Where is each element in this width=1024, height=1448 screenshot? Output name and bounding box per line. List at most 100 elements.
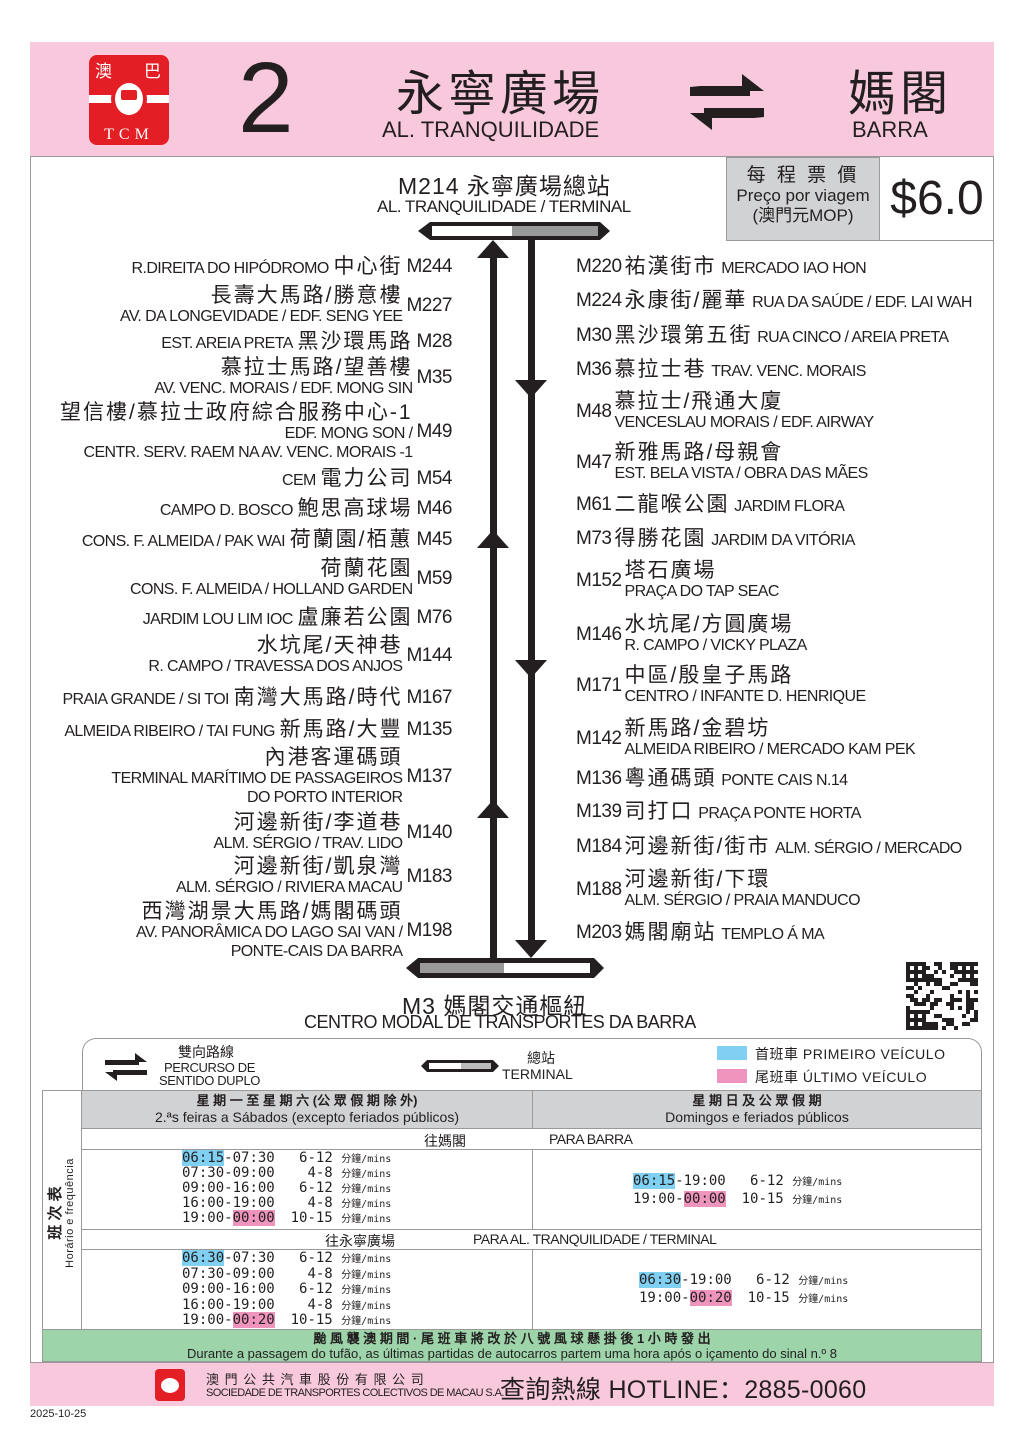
- end-time: 19:00: [689, 1272, 732, 1288]
- terminal-icon: [421, 1060, 499, 1072]
- fare-price: $6.0: [880, 157, 994, 241]
- stop-name-pt: ALM. SÉRGIO / RIVIERA MACAU: [175, 879, 403, 896]
- qr-module: [942, 986, 946, 990]
- qr-module: [910, 986, 914, 990]
- stop-name-zh: 盧廉若公園: [297, 606, 413, 629]
- qr-module: [974, 990, 978, 994]
- last-bus-time: 00:00: [683, 1191, 726, 1207]
- qr-module: [966, 1002, 970, 1006]
- stop-name-pt: CEM: [282, 472, 316, 489]
- down-arrow-icon: [515, 380, 547, 958]
- stop-name-zh: 河邊新街/下環: [624, 868, 771, 891]
- qr-module: [926, 1022, 930, 1026]
- stop-code: M61: [576, 494, 612, 515]
- legend-terminal-pt: TERMINAL: [502, 1066, 573, 1082]
- tcm-logo-small: [155, 1369, 185, 1401]
- qr-module: [934, 982, 938, 986]
- stop-name-pt: ALMEIDA RIBEIRO / TAI FUNG: [64, 723, 275, 740]
- stop-code: M171: [576, 674, 622, 696]
- qr-code[interactable]: [906, 962, 978, 1030]
- stop-name-line: CONS. F. ALMEIDA / PAK WAI 荷蘭園/栢蕙: [82, 529, 413, 551]
- qr-module: [910, 978, 914, 982]
- qr-module: [910, 994, 914, 998]
- start-time: 09:00: [182, 1281, 225, 1297]
- qr-module: [954, 998, 958, 1002]
- stop-name: R.DIREITA DO HIPÓDROMO 中心街: [132, 256, 407, 278]
- terminal-icon-bottom: [406, 958, 604, 978]
- stop-code: M45: [416, 529, 453, 550]
- qr-module: [942, 1018, 946, 1022]
- stop-code: M140: [406, 821, 452, 843]
- stop-name-line: PRAIA GRANDE / SI TOI 南灣大馬路/時代: [62, 687, 402, 709]
- first-bus-time: 06:15: [182, 1150, 225, 1166]
- qr-module: [906, 1026, 910, 1030]
- stop-name-line: 得勝花園 JARDIM DA VITÓRIA: [614, 528, 855, 550]
- frequency-unit: 分鐘/mins: [341, 1199, 392, 1210]
- stop-name-zh: 塔石廣場: [624, 559, 717, 582]
- start-terminal-pt: AL. TRANQUILIDADE / TERMINAL: [377, 197, 631, 216]
- stop-name-pt: DO PORTO INTERIOR: [247, 789, 403, 806]
- qr-module: [914, 1002, 918, 1006]
- stop-name-pt: JARDIM LOU LIM IOC: [142, 611, 294, 628]
- qr-module: [966, 990, 970, 994]
- qr-module: [970, 970, 974, 974]
- qr-module: [970, 962, 974, 966]
- stop-name-pt: JARDIM FLORA: [734, 498, 845, 515]
- stop-name-zh: 二龍喉公園: [614, 493, 730, 516]
- stop-name: EST. AREIA PRETA 黑沙環馬路: [161, 331, 416, 353]
- stop-code: M76: [416, 607, 453, 628]
- stop-name-pt: PRAÇA DO TAP SEAC: [624, 583, 780, 600]
- frequency: 6-12: [299, 1180, 333, 1196]
- qr-module: [966, 974, 970, 978]
- stop-name-zh: 南灣大馬路/時代: [233, 686, 403, 709]
- stop-name-zh: 祐漢街市: [624, 255, 717, 278]
- stop-name-zh: 中心街: [333, 255, 403, 278]
- qr-module: [946, 986, 950, 990]
- stop-name-pt: EST. BELA VISTA / OBRA DAS MÃES: [614, 465, 868, 482]
- stop-name: ALMEIDA RIBEIRO / TAI FUNG 新馬路/大豐: [64, 719, 406, 741]
- stop-code: M35: [416, 366, 453, 388]
- direction-tranquilidade-zh: 往永寧廣場: [325, 1233, 395, 1249]
- qr-module: [974, 982, 978, 986]
- qr-module: [926, 994, 930, 998]
